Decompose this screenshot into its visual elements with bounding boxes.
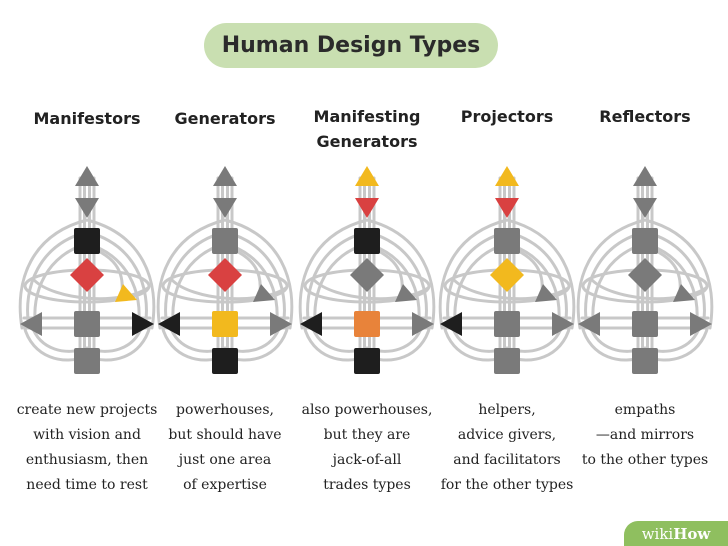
g-lower-channel [312,278,430,301]
watermark-part1: wiki [641,524,674,543]
throat-square [74,228,100,254]
description-line: and facilitators [453,452,561,468]
type-description: also powerhouses, but they are jack-of-all… [288,398,446,498]
type-column-generators: Generators powerhouses, but should have jus… [152,0,298,546]
description-line: empaths [614,402,676,418]
outline-channel [576,218,714,330]
root-square [354,348,380,374]
crown-triangle [633,166,657,186]
description-line: but they are [323,427,411,443]
type-title: Projectors [460,107,554,126]
right-solar-triangle [412,312,434,336]
type-title: Reflectors [599,107,691,126]
ego-triangle [395,284,417,302]
description-line: enthusiasm, then [25,452,149,468]
description-line: —and mirrors [595,427,695,443]
bodygraph-diagram [438,166,576,374]
ego-triangle [253,284,275,302]
type-description: powerhouses, but should have just one area… [146,398,304,498]
ego-triangle [673,284,695,302]
description-line: need time to rest [26,477,148,493]
description-line: but should have [168,427,282,443]
left-spleen-triangle [440,312,462,336]
right-solar-triangle [132,312,154,336]
crown-triangle [213,166,237,186]
bodygraph-diagram [156,166,294,374]
crown-triangle [75,166,99,186]
ego-triangle [535,284,557,302]
g-center-diamond [208,258,242,292]
throat-square [354,228,380,254]
outline-channel [438,218,576,330]
bodygraph-diagram [298,166,436,374]
description-line: with vision and [33,427,141,443]
type-description: helpers, advice givers, and facilitators fo… [428,398,586,498]
description-line: also powerhouses, [301,402,433,418]
outline-channel [298,218,436,330]
description-line: jack-of-all [332,452,402,468]
description-line: powerhouses, [176,402,274,418]
type-description: create new projects with vision and enthus… [8,398,166,498]
sacral-square [74,311,100,337]
sacral-square [354,311,380,337]
type-title: Manifestors [33,109,141,128]
description-line: trades types [323,477,411,493]
left-spleen-triangle [158,312,180,336]
g-center-diamond [70,258,104,292]
right-solar-triangle [270,312,292,336]
throat-square [212,228,238,254]
description-line: helpers, [478,402,536,418]
root-square [212,348,238,374]
bodygraph-diagram [576,166,714,374]
ego-triangle [115,284,137,302]
ajna-triangle [495,198,519,218]
page-title: Human Design Types [204,23,498,68]
type-title: Generators [174,109,276,128]
root-square [494,348,520,374]
sacral-square [494,311,520,337]
bodygraph-diagram [18,166,156,374]
description-line: advice givers, [457,427,557,443]
outline-channel [18,218,156,330]
type-title: Manifesting [313,107,421,126]
g-center-diamond [490,258,524,292]
throat-square [494,228,520,254]
root-square [632,348,658,374]
outline-channel [156,218,294,330]
root-square [74,348,100,374]
type-description: empaths —and mirrors to the other types [566,398,724,473]
type-column-projectors: Projectors helpers, advice givers, and faci… [434,0,580,546]
ajna-triangle [633,198,657,218]
crown-triangle [495,166,519,186]
left-spleen-triangle [300,312,322,336]
g-center-diamond [350,258,384,292]
sacral-square [212,311,238,337]
description-line: create new projects [16,402,158,418]
g-lower-channel [452,278,570,301]
type-column-reflectors: Reflectors empaths —and mirrors to the othe… [572,0,718,546]
ajna-triangle [75,198,99,218]
g-lower-channel [32,278,150,301]
description-line: just one area [178,452,272,468]
g-center-diamond [628,258,662,292]
type-column-manifestors: Manifestors create new projects with visio… [14,0,160,546]
g-lower-channel [590,278,708,301]
description-line: of expertise [183,477,267,493]
description-line: for the other types [440,477,574,493]
crown-triangle [355,166,379,186]
g-lower-channel [170,278,288,301]
right-solar-triangle [690,312,712,336]
throat-square [632,228,658,254]
left-spleen-triangle [578,312,600,336]
left-spleen-triangle [20,312,42,336]
ajna-triangle [213,198,237,218]
watermark-part2: How [673,524,711,543]
ajna-triangle [355,198,379,218]
right-solar-triangle [552,312,574,336]
description-line: to the other types [581,452,709,468]
sacral-square [632,311,658,337]
type-title: Generators [316,132,418,151]
